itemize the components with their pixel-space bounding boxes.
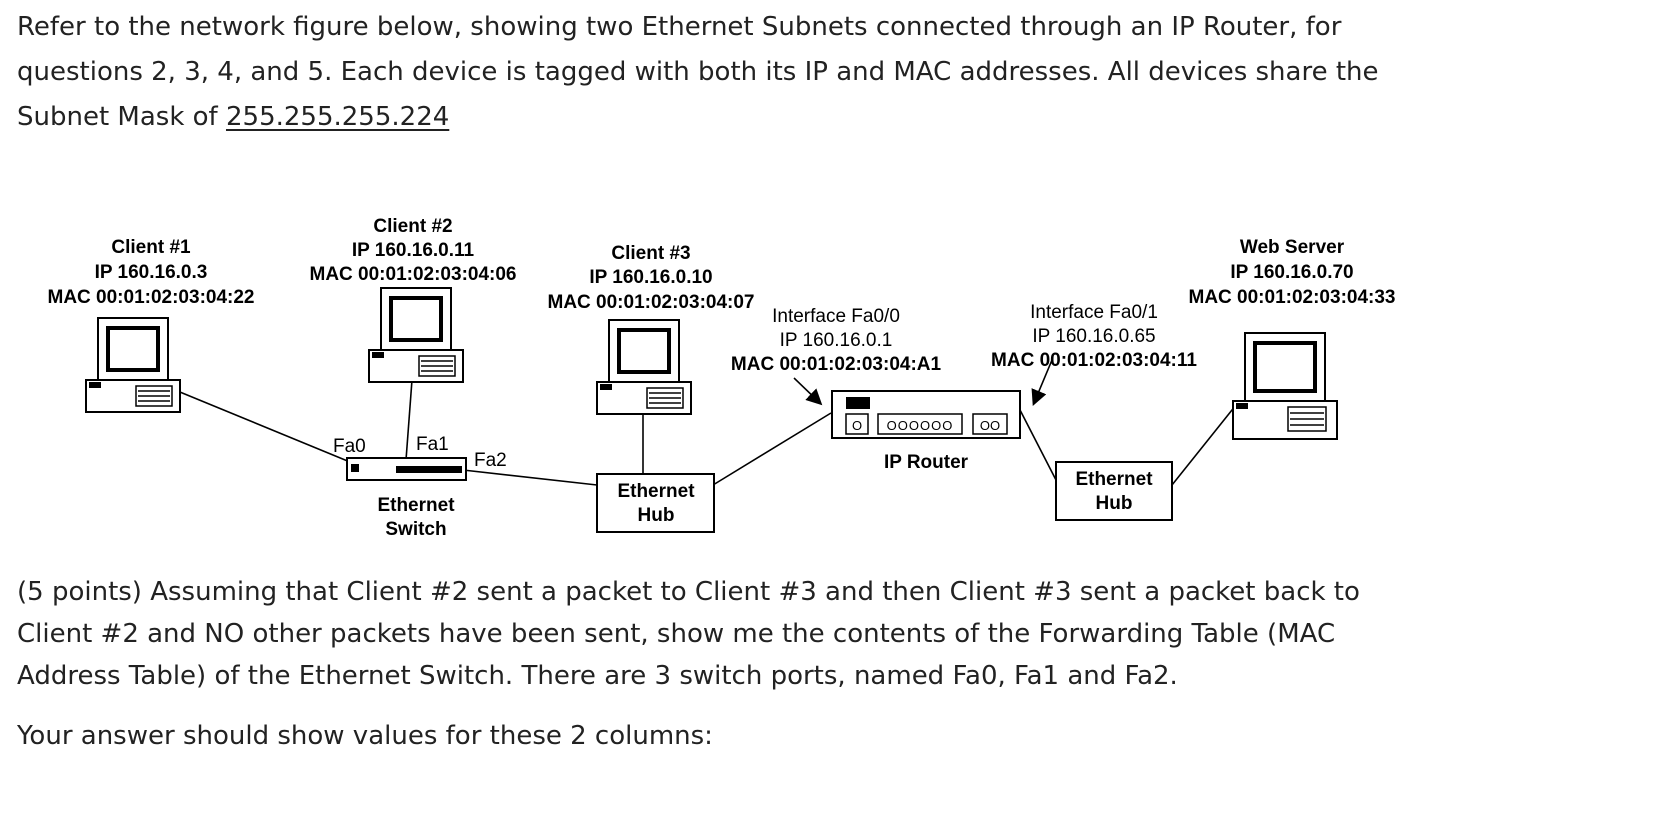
client3-ip: IP 160.16.0.10 (589, 267, 712, 288)
if0-name: Interface Fa0/0 (772, 306, 900, 327)
hub1-label-1: Ethernet (617, 481, 695, 502)
client2-mac: MAC 00:01:02:03:04:06 (310, 264, 517, 285)
question-line-2: Client #2 and NO other packets have been… (17, 619, 1336, 649)
client2-ip: IP 160.16.0.11 (352, 240, 475, 261)
ethernet-hub-1 (596, 473, 715, 533)
ethernet-hub-2 (1055, 461, 1173, 521)
server-computer-icon (1232, 332, 1338, 440)
hub2-label-2: Hub (1096, 493, 1133, 514)
client1-computer-icon (85, 317, 181, 413)
router-port-single: O (852, 418, 862, 433)
ethernet-switch-icon (346, 457, 467, 481)
if0-ip: IP 160.16.0.1 (780, 330, 893, 351)
intro-line-2: questions 2, 3, 4, and 5. Each device is… (17, 57, 1379, 87)
link-switch-hub1 (462, 469, 598, 486)
arrow-fa00 (793, 377, 823, 406)
client2-name: Client #2 (373, 216, 452, 237)
intro-line-3: Subnet Mask of 255.255.255.224 (17, 94, 449, 140)
port-fa2: Fa2 (474, 450, 507, 471)
if1-ip: IP 160.16.0.65 (1032, 326, 1155, 347)
links (174, 379, 1237, 486)
link-router-hub2 (1018, 407, 1057, 481)
link-hub2-server (1171, 404, 1237, 486)
intro-line-3-prefix: Subnet Mask of (17, 102, 226, 132)
link-client2-switch (405, 379, 413, 461)
if1-name: Interface Fa0/1 (1030, 302, 1158, 323)
intro-line-1: Refer to the network figure below, showi… (17, 12, 1342, 42)
client2-computer-icon (368, 287, 464, 383)
client1-name: Client #1 (111, 237, 191, 258)
router-ports-pair: OO (980, 418, 1000, 433)
client3-computer-icon (596, 319, 692, 415)
port-fa0: Fa0 (333, 436, 366, 457)
switch-label-1: Ethernet (377, 495, 455, 516)
server-name: Web Server (1240, 237, 1345, 258)
router-ports-group: OOOOOO (887, 418, 954, 433)
server-ip: IP 160.16.0.70 (1230, 262, 1353, 283)
link-hub1-router (712, 412, 832, 486)
question-line-4: Your answer should show values for these… (17, 721, 713, 751)
subnet-mask: 255.255.255.224 (225, 102, 450, 132)
port-fa1: Fa1 (416, 434, 449, 455)
hub2-label-1: Ethernet (1075, 469, 1153, 490)
client3-name: Client #3 (611, 243, 690, 264)
if1-mac: MAC 00:01:02:03:04:11 (991, 350, 1197, 371)
ip-router-icon (831, 390, 1021, 439)
link-client1-switch (174, 389, 351, 463)
router-label: IP Router (884, 452, 969, 473)
question-line-3: Address Table) of the Ethernet Switch. T… (17, 661, 1178, 691)
client3-mac: MAC 00:01:02:03:04:07 (548, 292, 755, 313)
client1-mac: MAC 00:01:02:03:04:22 (48, 287, 255, 308)
server-mac: MAC 00:01:02:03:04:33 (1189, 287, 1396, 308)
arrow-fa01 (1031, 359, 1053, 406)
switch-label-2: Switch (385, 519, 446, 540)
hub1-label-2: Hub (638, 505, 675, 526)
question-line-1: (5 points) Assuming that Client #2 sent … (17, 577, 1360, 607)
client1-ip: IP 160.16.0.3 (95, 262, 208, 283)
if0-mac: MAC 00:01:02:03:04:A1 (731, 354, 942, 375)
